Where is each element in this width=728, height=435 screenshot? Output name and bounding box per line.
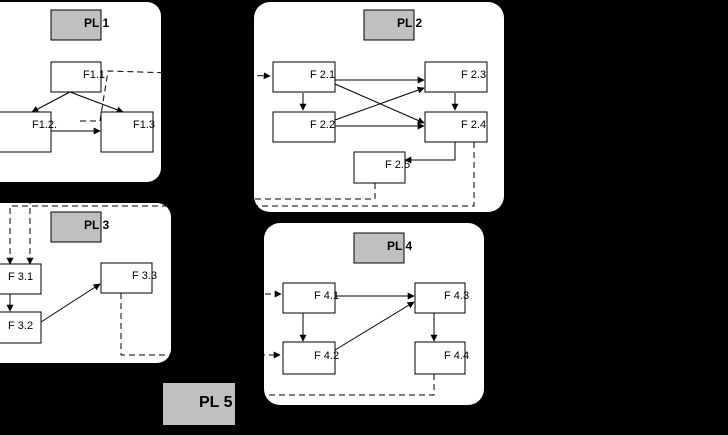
dashed-f24-return bbox=[6, 142, 475, 265]
function-f21: F 2.1 bbox=[272, 61, 336, 93]
function-f42-label: F 4.2 bbox=[314, 350, 339, 362]
dashed-f33-f42 bbox=[120, 293, 281, 359]
function-f44: F 4.4 bbox=[414, 341, 469, 375]
arrow-f11-f12 bbox=[31, 91, 71, 113]
pl3-label-text: PL 3 bbox=[84, 218, 109, 232]
function-f32: F 3.2 bbox=[0, 311, 42, 344]
function-f13-label: F1.3 bbox=[133, 119, 155, 131]
function-f41-label: F 4.1 bbox=[314, 290, 339, 302]
arrow-f11-f13 bbox=[69, 91, 124, 114]
function-f23-label: F 2.3 bbox=[461, 69, 486, 81]
dashed-f25-return bbox=[26, 183, 376, 265]
function-f23: F 2.3 bbox=[424, 61, 488, 93]
function-f44-label: F 4.4 bbox=[444, 350, 469, 362]
pl2-label-text: PL 2 bbox=[397, 16, 422, 30]
pl5-label: PL 5 bbox=[163, 383, 235, 425]
function-f33-label: F 3.3 bbox=[132, 270, 157, 282]
pl2-label: PL 2 bbox=[363, 9, 422, 41]
pl4-label-text: PL 4 bbox=[387, 239, 412, 253]
function-f42: F 4.2 bbox=[282, 341, 339, 375]
function-f12: F1.2. bbox=[0, 111, 57, 153]
function-f31: F 3.1 bbox=[0, 263, 42, 295]
dashed-f44-pl5 bbox=[236, 374, 435, 399]
function-f13: F1.3 bbox=[100, 111, 155, 153]
panel-pl3 bbox=[0, 203, 171, 363]
function-f24: F 2.4 bbox=[424, 111, 488, 143]
function-f11-label: F1.1 bbox=[83, 69, 105, 81]
function-f31-label: F 3.1 bbox=[8, 271, 33, 283]
dashed-f12-f21 bbox=[80, 70, 271, 122]
function-f22-label: F 2.2 bbox=[310, 119, 335, 131]
function-f11: F1.1 bbox=[50, 61, 105, 93]
pl3-label: PL 3 bbox=[50, 211, 109, 243]
function-f25: F 2.5 bbox=[353, 151, 410, 184]
function-f12-label: F1.2. bbox=[32, 119, 57, 131]
function-f41: F 4.1 bbox=[282, 282, 339, 314]
pl5-label-text: PL 5 bbox=[199, 394, 233, 411]
connectors bbox=[6, 70, 475, 399]
pl1-label: PL 1 bbox=[50, 9, 109, 41]
pl1-label-text: PL 1 bbox=[84, 16, 109, 30]
arrow-f22-f23 bbox=[334, 86, 425, 121]
function-f32-label: F 3.2 bbox=[8, 320, 33, 332]
function-f24-label: F 2.4 bbox=[461, 119, 486, 131]
function-boxes: F1.1 F1.2. F1.3 F 2.1 F 2.2 F 2.3 F 2.4 bbox=[0, 61, 488, 375]
arrow-f32-f33 bbox=[40, 283, 101, 323]
function-f25-label: F 2.5 bbox=[385, 159, 410, 171]
function-f22: F 2.2 bbox=[272, 111, 336, 143]
arrow-f42-f43 bbox=[334, 301, 415, 351]
function-f21-label: F 2.1 bbox=[310, 69, 335, 81]
arrow-f24-f25 bbox=[404, 142, 456, 164]
function-f43-label: F 4.3 bbox=[444, 290, 469, 302]
function-f43: F 4.3 bbox=[414, 282, 469, 314]
pl4-label: PL 4 bbox=[353, 232, 412, 264]
function-f33: F 3.3 bbox=[100, 262, 157, 294]
